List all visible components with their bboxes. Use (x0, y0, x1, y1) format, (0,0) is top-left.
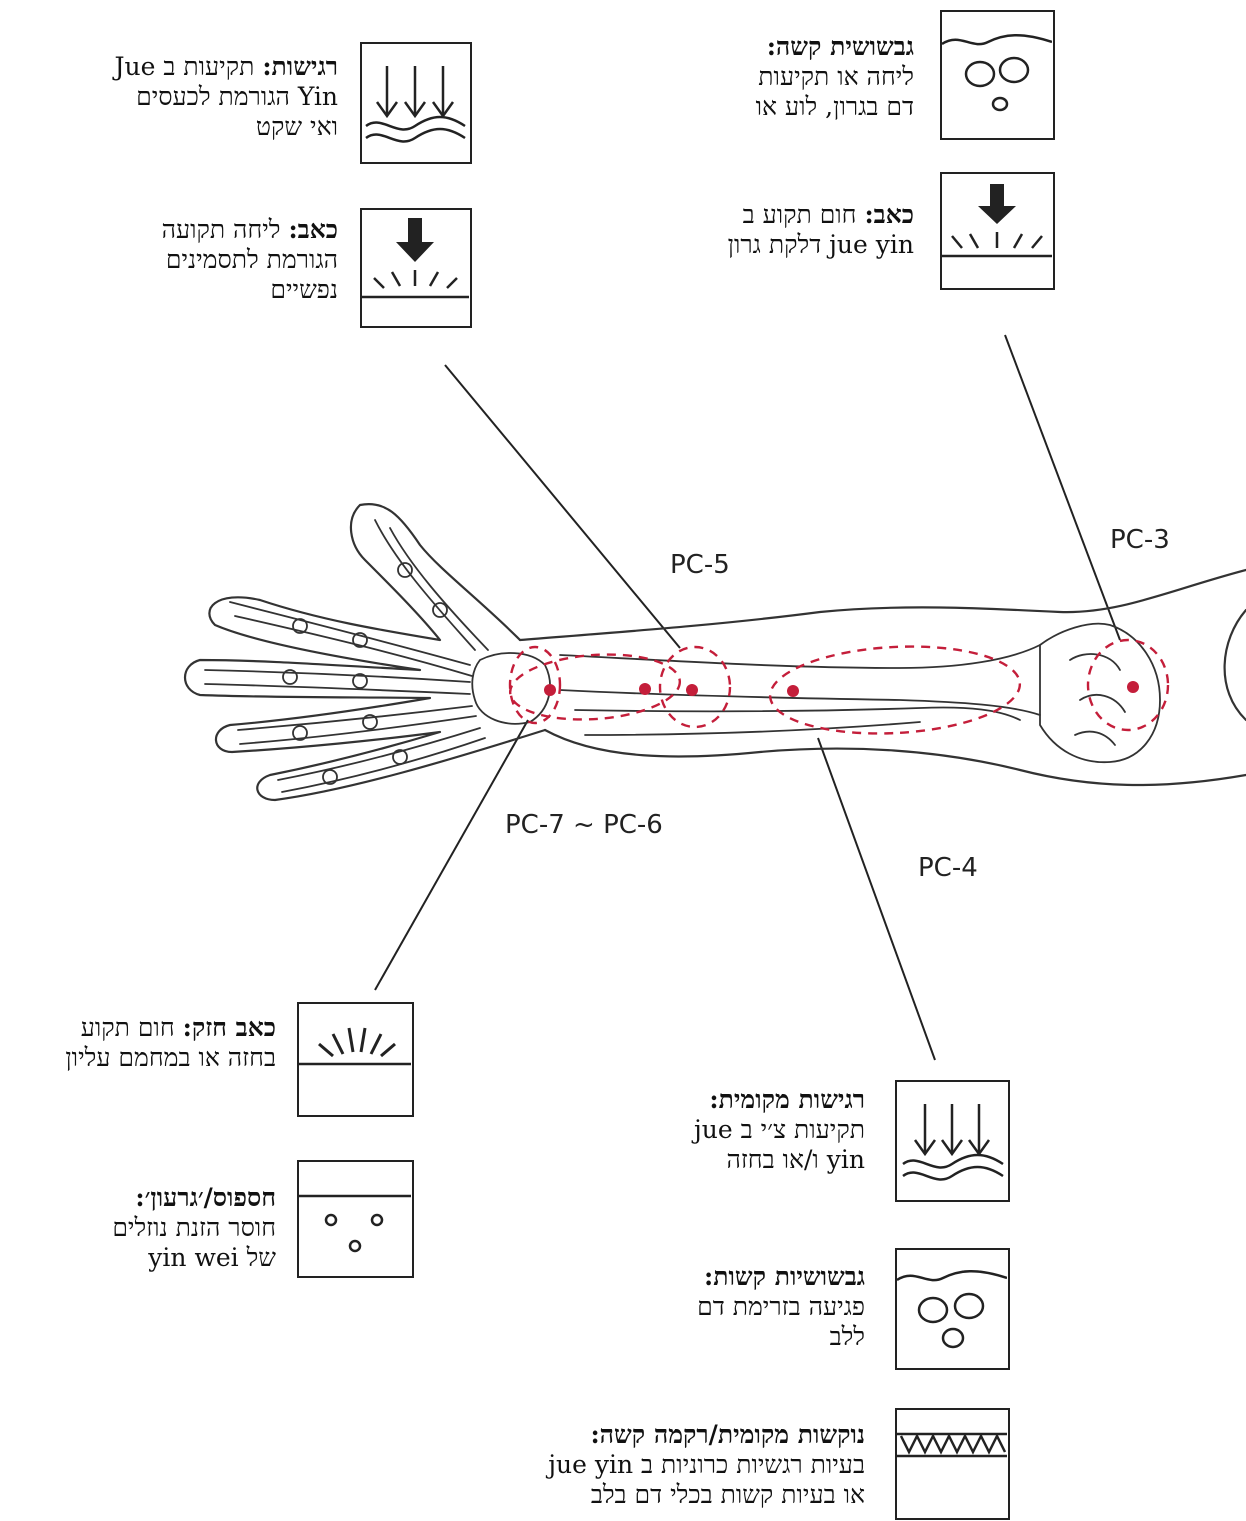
note-title: כאב: (288, 215, 338, 244)
note-line: פגיעה בזרימת דם (525, 1292, 865, 1322)
hard-nodules-icon (895, 1248, 1010, 1370)
pain-icon (360, 208, 472, 328)
note-line: בחזה או במחמם עליון (0, 1043, 276, 1073)
note-line: ליחה תקועה (162, 215, 281, 244)
acupoint-pc6 (639, 683, 651, 695)
note-title: רגישות: (262, 52, 338, 81)
acupoint-pc7 (544, 684, 556, 696)
arm-outline (185, 504, 1246, 800)
note-local-sensitivity: רגישות מקומית: תקיעות צ׳י ב jue yin ו/או… (525, 1085, 865, 1175)
note-line: תקיעות צ׳י ב jue (525, 1115, 865, 1145)
pc-zones (508, 640, 1168, 739)
note-line: או בעיות קשות בכלי דם בלב (445, 1480, 865, 1510)
acupoints (544, 681, 1139, 697)
note-roughness: חספוס/׳גרעון׳: חוסר הזנת נוזלים של yin w… (0, 1183, 276, 1273)
note-line: של yin wei (0, 1243, 276, 1273)
note-title: גבשושיות קשות: (704, 1262, 865, 1291)
point-label-pc4: PC-4 (918, 853, 978, 883)
note-line: yin ו/או בחזה (525, 1145, 865, 1175)
note-title: גבשושית קשה: (767, 32, 914, 61)
note-hard-nodule: גבשושית קשה: ליחה או תקיעות דם בגרון, לו… (614, 32, 914, 122)
note-pain-phlegm: כאב: ליחה תקועה הגורמת לתסמינים נפשיים (38, 215, 338, 305)
note-title: כאב חזק: (183, 1013, 276, 1042)
point-label-pc5: PC-5 (670, 550, 730, 580)
note-title: רגישות מקומית: (709, 1085, 865, 1114)
strong-pain-icon (297, 1002, 414, 1117)
note-line: חום תקוע ב (743, 200, 857, 229)
acupoint-pc5 (686, 684, 698, 696)
note-sensitivity: רגישות: תקיעות ב Jue Yin הגורמת לכעסים ו… (38, 52, 338, 142)
note-line: חוסר הזנת נוזלים (0, 1213, 276, 1243)
note-stiffness: נוקשות מקומית/רקמה קשה: בעיות רגשיות כרו… (445, 1420, 865, 1510)
note-line: תקיעות ב Jue (115, 52, 255, 81)
local-sensitivity-icon (895, 1080, 1010, 1202)
note-line: דם בגרון, לוע או (614, 92, 914, 122)
note-line: חום תקוע (81, 1013, 175, 1042)
note-title: נוקשות מקומית/רקמה קשה: (590, 1420, 865, 1449)
note-line: ואי שקט (38, 112, 338, 142)
note-title: חספוס/׳גרעון׳: (135, 1183, 276, 1212)
acupoint-pc4 (787, 685, 799, 697)
note-line: Yin הגורמת לכעסים (38, 82, 338, 112)
note-title: כאב: (864, 200, 914, 229)
note-hard-nodules: גבשושיות קשות: פגיעה בזרימת דם ללב (525, 1262, 865, 1352)
note-line: הגורמת לתסמינים (38, 245, 338, 275)
note-line: jue yin דלקת גרון (614, 230, 914, 260)
note-line: ללב (525, 1322, 865, 1352)
point-label-pc7-pc6: PC-7 ~ PC-6 (505, 810, 663, 840)
note-pain-heat: כאב: חום תקוע ב jue yin דלקת גרון (614, 200, 914, 260)
point-label-pc3: PC-3 (1110, 525, 1170, 555)
stiffness-icon (895, 1408, 1010, 1520)
sensitivity-icon (360, 42, 472, 164)
acupoint-pc3 (1127, 681, 1139, 693)
hard-nodule-icon (940, 10, 1055, 140)
roughness-icon (297, 1160, 414, 1278)
note-strong-pain: כאב חזק: חום תקוע בחזה או במחמם עליון (0, 1013, 276, 1073)
pain-icon-2 (940, 172, 1055, 290)
note-line: נפשיים (38, 275, 338, 305)
note-line: ליחה או תקיעות (614, 62, 914, 92)
note-line: בעיות רגשיות כרוניות ב jue yin (445, 1450, 865, 1480)
